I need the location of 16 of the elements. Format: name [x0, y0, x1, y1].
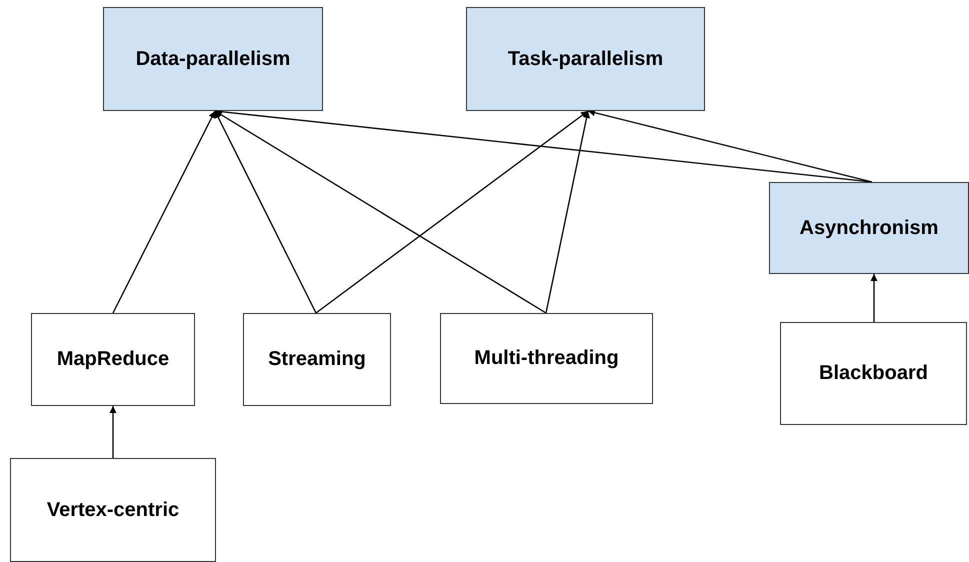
arrow [588, 109, 872, 183]
arrow [545, 110, 590, 314]
process-box: Multi-threading [440, 313, 653, 404]
process-box: Streaming [243, 313, 391, 406]
arrow [870, 274, 878, 322]
process-box: Data-parallelism [103, 7, 323, 111]
arrow [112, 110, 216, 314]
process-box: MapReduce [31, 313, 195, 406]
arrow [316, 110, 588, 314]
process-box: Asynchronism [769, 182, 969, 274]
arrow [214, 110, 546, 314]
process-box: Vertex-centric [10, 458, 216, 562]
arrow [110, 406, 116, 458]
arrow [214, 110, 317, 314]
process-box: Blackboard [780, 322, 967, 425]
process-box: Task-parallelism [466, 7, 705, 111]
